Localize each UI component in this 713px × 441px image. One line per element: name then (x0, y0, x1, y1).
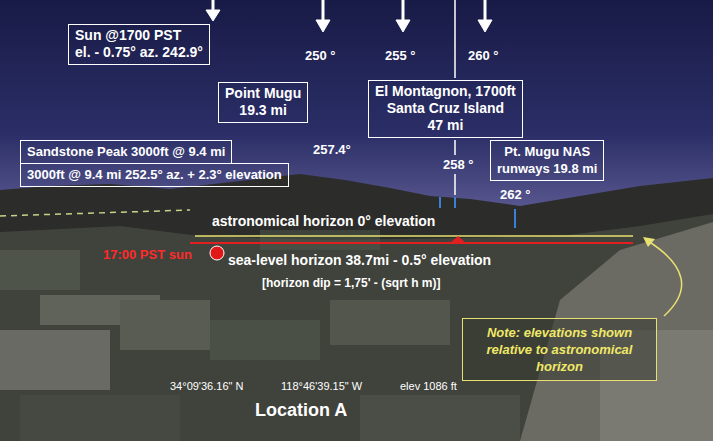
road-line (0, 210, 190, 216)
coordinate-label: elev 1086 ft (400, 380, 457, 392)
azimuth-label: 260 ° (468, 48, 499, 63)
sea-level-horizon-line (190, 242, 633, 244)
annotation-text: Sandstone Peak 3000ft @ 9.4 mi (27, 143, 225, 160)
annotation-box: Point Mugu19.3 mi (218, 82, 308, 123)
annotation-text: Point Mugu (225, 85, 301, 102)
sight-line (454, 174, 456, 195)
annotation-label: Location A (255, 400, 347, 421)
annotation-text: Santa Cruz Island (375, 100, 516, 117)
sight-line (454, 140, 456, 155)
azimuth-label: 250 ° (305, 48, 336, 63)
sun-symbol (210, 246, 224, 260)
azimuth-label: 258 ° (443, 157, 474, 172)
azimuth-arrows (206, 0, 492, 32)
note-box: Note: elevations shown relative to astro… (462, 318, 657, 381)
terrain-patches (0, 230, 713, 441)
azimuth-label: 262 ° (500, 187, 531, 202)
coordinate-label: 118°46'39.15" W (281, 380, 362, 392)
azimuth-label: 255 ° (385, 48, 416, 63)
azimuth-label: 257.4° (313, 142, 351, 157)
sight-line (454, 0, 456, 78)
annotation-text: Note: elevations shown relative to astro… (469, 324, 650, 375)
annotation-box: Sandstone Peak 3000ft @ 9.4 mi (20, 140, 232, 164)
horizon-marker (450, 236, 466, 243)
annotation-text: Pt. Mugu NAS (497, 143, 597, 160)
annotation-box: El Montagnon, 1700ftSanta Cruz Island47 … (368, 80, 523, 138)
annotation-text: El Montagnon, 1700ft (375, 83, 516, 100)
annotation-text: runways 19.8 mi (497, 160, 597, 177)
annotation-text: 47 mi (375, 117, 516, 134)
annotation-label: sea-level horizon 38.7mi - 0.5° elevatio… (228, 252, 491, 268)
mountain-silhouette (0, 174, 713, 441)
annotation-label: [horizon dip = 1,75' - (sqrt h m)] (262, 276, 441, 290)
annotation-text: Sun @1700 PST (75, 27, 203, 44)
astronomical-horizon-line (195, 235, 633, 237)
coordinate-label: 34°09'36.16" N (170, 380, 243, 392)
foreground-terrain (0, 214, 713, 441)
annotation-text: 3000ft @ 9.4 mi 252.5° az. + 2.3° elevat… (27, 166, 282, 183)
annotation-text: el. - 0.75° az. 242.9° (75, 44, 203, 61)
annotation-box: 3000ft @ 9.4 mi 252.5° az. + 2.3° elevat… (20, 163, 289, 187)
annotation-box: Sun @1700 PSTel. - 0.75° az. 242.9° (68, 24, 210, 65)
note-arrowhead (643, 237, 655, 247)
annotation-box: Pt. Mugu NASrunways 19.8 mi (490, 140, 604, 181)
note-arrow (648, 241, 682, 316)
annotation-label: astronomical horizon 0° elevation (212, 213, 435, 229)
annotation-text: 19.3 mi (225, 102, 301, 119)
annotation-label: 17:00 PST sun (103, 247, 192, 262)
